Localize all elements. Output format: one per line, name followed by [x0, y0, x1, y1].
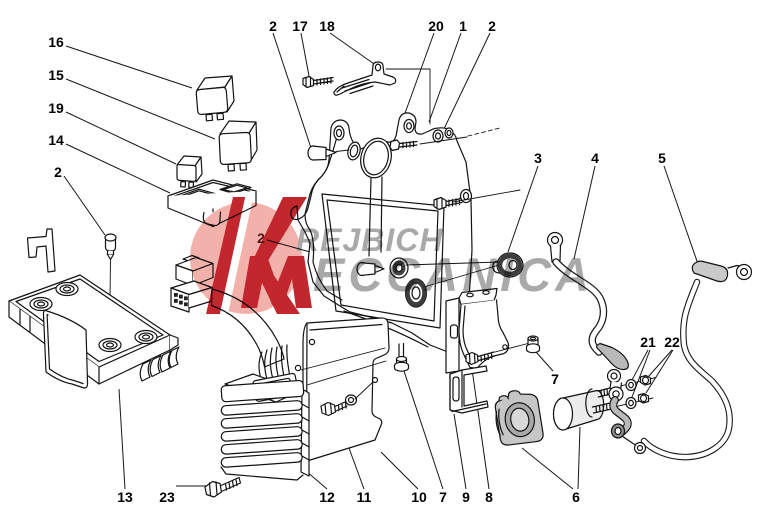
svg-text:16: 16 [48, 34, 64, 50]
svg-text:10: 10 [411, 489, 427, 505]
svg-text:19: 19 [48, 100, 64, 116]
svg-text:17: 17 [292, 18, 308, 34]
svg-text:18: 18 [319, 18, 335, 34]
svg-text:13: 13 [117, 489, 133, 505]
svg-text:14: 14 [48, 132, 64, 148]
svg-text:21: 21 [640, 334, 656, 350]
svg-text:8: 8 [485, 489, 493, 505]
svg-text:15: 15 [48, 67, 64, 83]
svg-text:12: 12 [319, 489, 335, 505]
svg-text:11: 11 [357, 489, 372, 505]
svg-text:7: 7 [551, 371, 559, 387]
svg-text:7: 7 [439, 489, 447, 505]
svg-text:2: 2 [269, 18, 277, 34]
svg-text:20: 20 [428, 18, 444, 34]
svg-text:22: 22 [664, 334, 680, 350]
svg-text:3: 3 [534, 150, 542, 166]
svg-text:1: 1 [459, 18, 467, 34]
svg-text:2: 2 [257, 230, 265, 246]
svg-text:REJBICH: REJBICH [296, 222, 443, 258]
svg-text:4: 4 [591, 150, 599, 166]
svg-text:9: 9 [462, 489, 470, 505]
svg-text:5: 5 [658, 150, 666, 166]
svg-text:ECCANICA: ECCANICA [313, 248, 593, 301]
svg-text:2: 2 [488, 18, 496, 34]
svg-text:6: 6 [572, 489, 580, 505]
svg-text:23: 23 [159, 489, 175, 505]
svg-text:2: 2 [54, 164, 62, 180]
